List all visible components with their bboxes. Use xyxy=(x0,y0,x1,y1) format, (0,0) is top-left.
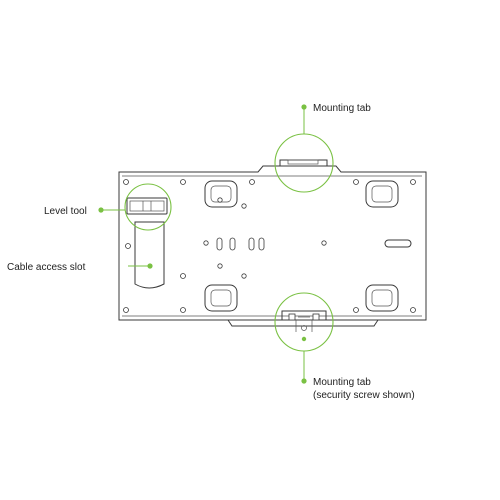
mounting-tab-bottom-highlight xyxy=(274,292,334,352)
cable-access-slot-dot xyxy=(147,263,153,269)
mounting-tab-bottom-inner-dot xyxy=(301,336,307,342)
bracket-plate xyxy=(118,159,427,332)
mounting-tab-bottom-label: Mounting tab xyxy=(313,377,371,388)
mounting-tab-top-label: Mounting tab xyxy=(313,103,371,114)
mounting-tab-bottom-dot xyxy=(301,378,307,384)
level-tool-dot xyxy=(98,207,104,213)
mounting-tab-top-highlight xyxy=(274,133,334,193)
cable-access-slot-label: Cable access slot xyxy=(7,262,86,273)
level-tool-highlight xyxy=(124,183,172,231)
level-tool-label: Level tool xyxy=(44,206,87,217)
mounting-tab-bottom-sublabel: (security screw shown) xyxy=(313,390,415,401)
mounting-tab-top-dot xyxy=(301,104,307,110)
